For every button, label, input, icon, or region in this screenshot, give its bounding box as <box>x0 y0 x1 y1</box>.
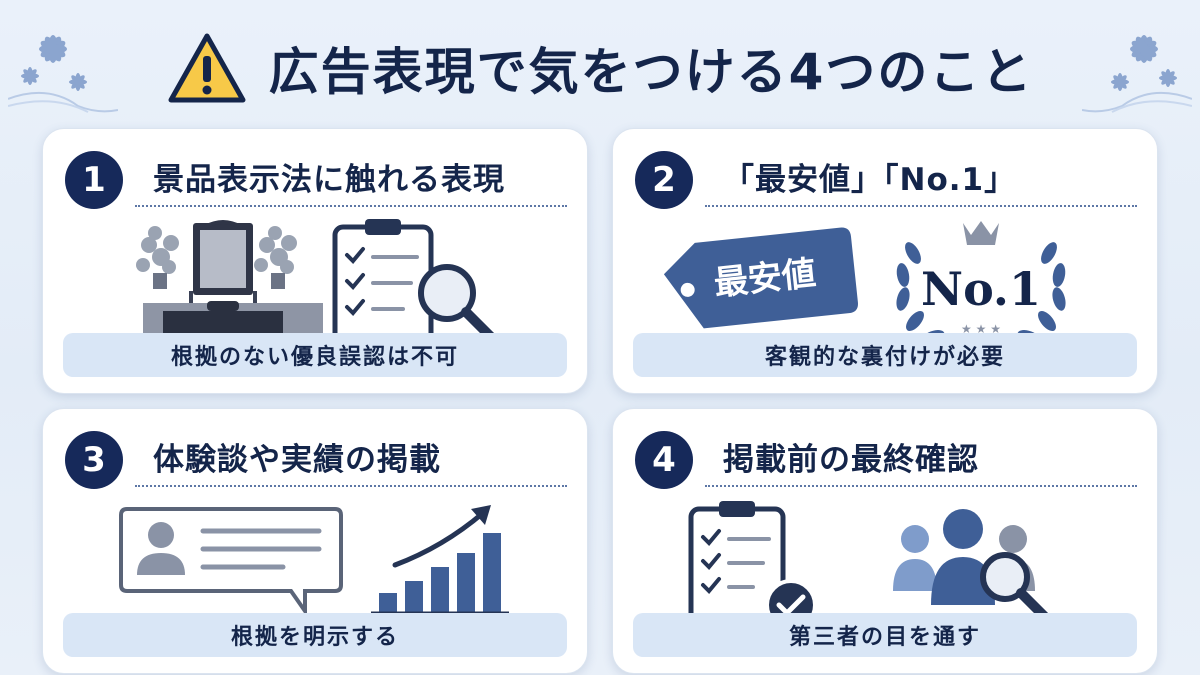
altar-icon <box>136 220 323 345</box>
card-4: 4 掲載前の最終確認 第三者の目を通す <box>612 408 1158 674</box>
card-3: 3 体験談や実績の掲載 根拠を明示する <box>42 408 588 674</box>
card-number-badge: 1 <box>65 151 123 209</box>
card-2-illustration: 最安値 No.1 ★ ★ ★ <box>663 221 1066 344</box>
flower-decoration-icon <box>8 35 118 113</box>
people-magnifier-icon <box>893 509 1052 624</box>
card-title: 掲載前の最終確認 <box>723 442 979 478</box>
card-1-illustration <box>136 219 502 348</box>
growth-chart-icon <box>371 505 509 615</box>
card-number-badge: 2 <box>635 151 693 209</box>
card-2: 2 「最安値」「No.1」 最安値 No.1 ★ ★ ★ <box>612 128 1158 394</box>
checklist-approved-icon <box>688 501 817 629</box>
divider <box>705 485 1137 487</box>
warning-icon <box>168 33 246 103</box>
divider <box>135 205 567 207</box>
card-title: 景品表示法に触れる表現 <box>153 162 505 198</box>
card-1: 1 景品表示法に触れる表現 <box>42 128 588 394</box>
card-title: 「最安値」「No.1」 <box>723 162 1017 198</box>
card-title: 体験談や実績の掲載 <box>153 442 441 478</box>
testimonial-bubble-icon <box>119 507 343 618</box>
price-tag-icon: 最安値 <box>663 227 858 329</box>
laurel-crown-badge-icon: No.1 ★ ★ ★ <box>896 221 1066 344</box>
divider <box>705 205 1137 207</box>
card-4-illustration <box>688 501 1052 629</box>
card-number-badge: 3 <box>65 431 123 489</box>
badge-text: No.1 <box>921 262 1041 316</box>
flower-decoration-icon <box>1082 35 1192 113</box>
page-title: 広告表現で気をつける4つのこと <box>268 43 1034 101</box>
card-caption: 客観的な裏付けが必要 <box>633 333 1137 377</box>
svg-text:★ ★ ★: ★ ★ ★ <box>961 322 1001 336</box>
card-caption: 根拠を明示する <box>63 613 567 657</box>
divider <box>135 485 567 487</box>
card-caption: 第三者の目を通す <box>633 613 1137 657</box>
page-header: 広告表現で気をつける4つのこと <box>0 18 1200 118</box>
card-caption: 根拠のない優良誤認は不可 <box>63 333 567 377</box>
card-3-illustration <box>119 505 509 618</box>
card-number-badge: 4 <box>635 431 693 489</box>
checklist-magnifier-icon <box>332 219 502 348</box>
